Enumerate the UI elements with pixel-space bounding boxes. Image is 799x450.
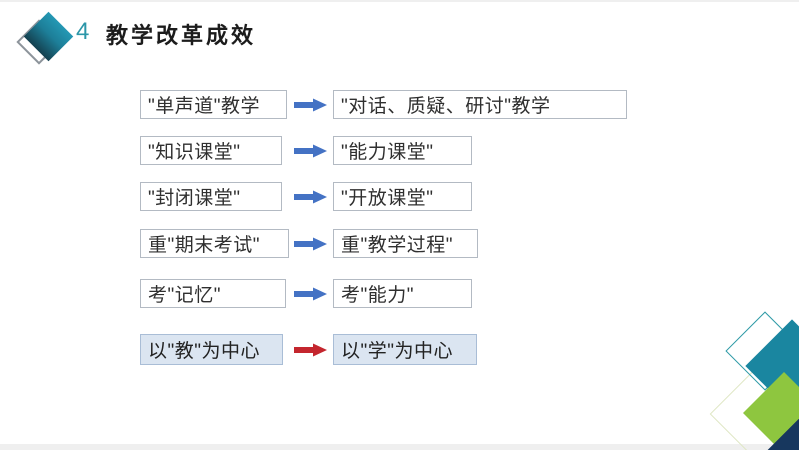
to-box: "开放课堂" <box>333 182 472 211</box>
slide-edge-top <box>0 0 799 2</box>
arrow-right-icon <box>294 144 327 157</box>
arrow-right-icon <box>294 237 327 250</box>
from-box: 重"期末考试" <box>140 229 289 258</box>
to-box: "对话、质疑、研讨"教学 <box>333 90 627 119</box>
arrow-right-icon <box>294 343 327 356</box>
arrow-right-icon <box>294 287 327 300</box>
arrow-right-icon <box>294 190 327 203</box>
to-box: 考"能力" <box>333 279 472 308</box>
to-box: "能力课堂" <box>333 136 472 165</box>
from-box: 考"记忆" <box>140 279 286 308</box>
from-box: "封闭课堂" <box>140 182 282 211</box>
slide-edge-bottom <box>0 444 799 450</box>
to-box: 以"学"为中心 <box>333 334 477 365</box>
corner-diamond-cluster-icon <box>679 290 799 450</box>
from-box: "知识课堂" <box>140 136 282 165</box>
arrow-right-icon <box>294 98 327 111</box>
from-box: 以"教"为中心 <box>140 334 283 365</box>
to-box: 重"教学过程" <box>333 229 478 258</box>
page-title: 教学改革成效 <box>106 23 257 48</box>
slide-number: 4 <box>76 18 90 45</box>
from-box: "单声道"教学 <box>140 90 287 119</box>
